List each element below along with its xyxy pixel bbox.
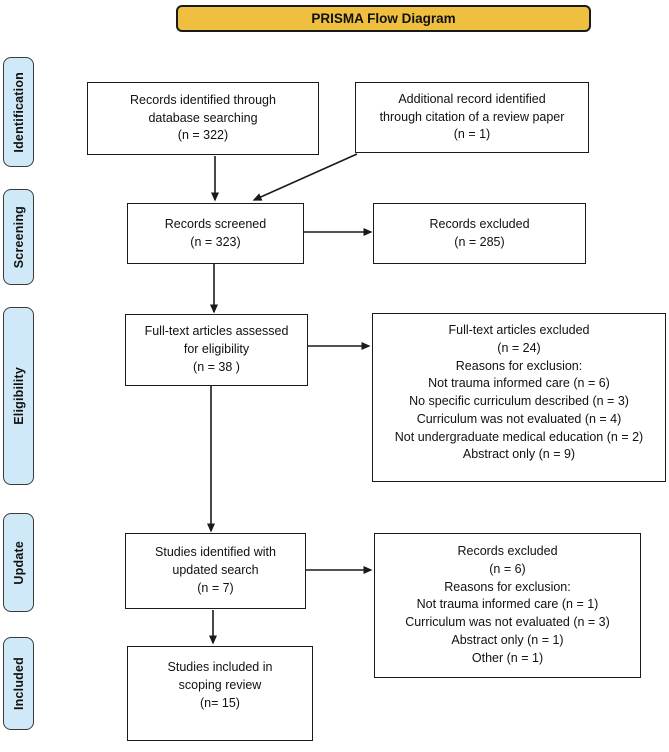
box-updated-search: Studies identified with updated search (… — [125, 533, 306, 609]
box-updated-search-line: (n = 7) — [197, 580, 234, 595]
box-fulltext-assessed-line: Full-text articles assessed — [144, 324, 289, 339]
diagram-title-banner: PRISMA Flow Diagram — [176, 5, 591, 32]
box-records-excluded-update-line: Not trauma informed care (n = 1) — [416, 597, 599, 612]
stage-label-screening-text: Screening — [11, 205, 26, 269]
box-additional-record-line: (n = 1) — [453, 127, 491, 142]
diagram-title: PRISMA Flow Diagram — [311, 11, 456, 26]
box-records-screened-line: Records screened — [164, 216, 267, 231]
stage-label-identification: Identification — [3, 57, 34, 167]
box-records-excluded-screening: Records excluded (n = 285) — [373, 203, 586, 264]
box-records-excluded-update-line: Abstract only (n = 1) — [451, 632, 564, 647]
box-studies-included-line: (n= 15) — [200, 695, 240, 710]
box-records-screened: Records screened (n = 323) — [127, 203, 304, 264]
box-records-excluded-update-line: Records excluded — [457, 544, 558, 558]
box-records-screened-line: (n = 323) — [190, 234, 241, 249]
box-fulltext-excluded: Full-text articles excluded (n = 24) Rea… — [372, 313, 666, 482]
box-records-identified-line: Records identified through — [130, 92, 276, 107]
box-studies-included-line: scoping review — [178, 677, 262, 692]
stage-label-included-text: Included — [11, 657, 26, 710]
box-studies-included-line: Studies included in — [167, 660, 273, 674]
stage-label-update-text: Update — [11, 540, 26, 585]
box-additional-record-line: Additional record identified — [398, 91, 546, 106]
box-studies-included: Studies included in scoping review (n= 1… — [127, 646, 313, 741]
box-fulltext-assessed-line: (n = 38 ) — [193, 359, 240, 374]
stage-label-included: Included — [3, 637, 34, 730]
box-updated-search-line: Studies identified with — [155, 545, 276, 560]
box-records-excluded-update-line: Reasons for exclusion: — [444, 579, 571, 594]
box-fulltext-excluded-line: Reasons for exclusion: — [455, 358, 583, 373]
box-fulltext-excluded-line: Full-text articles excluded — [448, 323, 590, 337]
box-records-excluded-update-line: (n = 6) — [489, 561, 526, 576]
box-records-identified: Records identified through database sear… — [87, 82, 319, 155]
box-fulltext-excluded-line: (n = 24) — [497, 340, 541, 355]
stage-label-identification-text: Identification — [11, 71, 26, 153]
stage-label-eligibility-text: Eligibility — [11, 367, 26, 425]
box-fulltext-excluded-line: Not trauma informed care (n = 6) — [428, 376, 610, 391]
box-updated-search-line: updated search — [172, 563, 259, 578]
box-records-excluded-update: Records excluded (n = 6) Reasons for exc… — [374, 533, 641, 678]
stage-label-update: Update — [3, 513, 34, 612]
box-fulltext-assessed: Full-text articles assessed for eligibil… — [125, 314, 308, 386]
stage-label-screening: Screening — [3, 189, 34, 285]
box-fulltext-excluded-line: Not undergraduate medical education (n =… — [394, 429, 644, 444]
box-records-excluded-screening-line: (n = 285) — [454, 234, 505, 249]
box-records-excluded-update-line: Curriculum was not evaluated (n = 3) — [405, 615, 610, 629]
box-records-identified-line: database searching — [148, 110, 258, 125]
box-records-excluded-screening-line: Records excluded — [429, 216, 530, 231]
box-additional-record-line: through citation of a review paper — [379, 109, 565, 124]
box-fulltext-assessed-line: for eligibility — [183, 342, 250, 357]
box-additional-record: Additional record identified through cit… — [355, 82, 589, 153]
box-fulltext-excluded-line: No specific curriculum described (n = 3) — [409, 394, 629, 408]
box-fulltext-excluded-line: Curriculum was not evaluated (n = 4) — [416, 411, 622, 426]
box-fulltext-excluded-line: Abstract only (n = 9) — [462, 447, 576, 462]
stage-label-eligibility: Eligibility — [3, 307, 34, 485]
box-records-identified-line: (n = 322) — [177, 128, 229, 143]
arrow-additional-to-screened — [252, 153, 358, 201]
box-records-excluded-update-line: Other (n = 1) — [471, 650, 544, 665]
